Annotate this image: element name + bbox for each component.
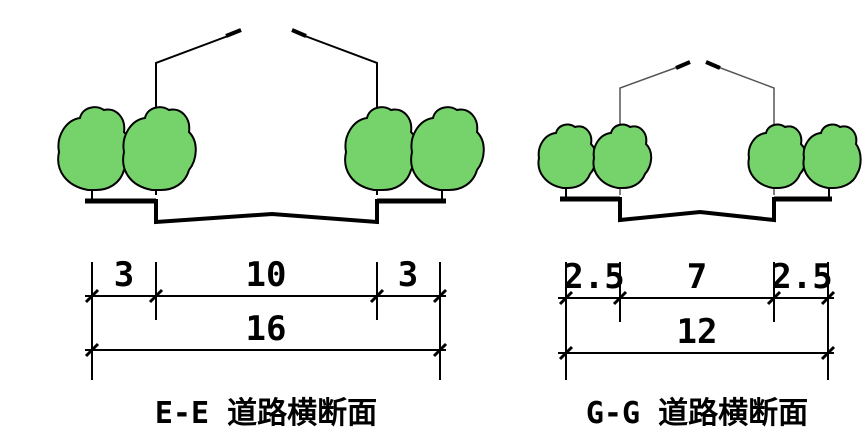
tree-icon xyxy=(747,123,808,189)
segment-label: 3 xyxy=(114,255,134,295)
segment-label: 7 xyxy=(687,257,707,297)
dimension-lines xyxy=(84,262,448,380)
section-caption: G-G 道路横断面 xyxy=(586,396,808,431)
section-g-g: 2.5 7 2.5 12 G-G 道路横断面 xyxy=(537,60,862,431)
tree-icon xyxy=(537,123,598,198)
total-width-label: 16 xyxy=(246,309,287,349)
segment-label: 3 xyxy=(398,255,418,295)
tree-icon xyxy=(802,123,862,198)
tree-icon xyxy=(57,106,132,200)
tree-icon xyxy=(344,106,419,191)
total-width-label: 12 xyxy=(677,312,718,352)
tree-icon xyxy=(592,123,653,189)
road-profile xyxy=(560,196,832,223)
segment-label: 10 xyxy=(246,255,287,295)
dimension-lines xyxy=(558,262,836,380)
road-profile xyxy=(85,198,446,225)
tree-icon xyxy=(410,106,485,200)
section-caption: E-E 道路横断面 xyxy=(155,396,377,431)
segment-label: 2.5 xyxy=(771,257,832,297)
section-e-e: 3 10 3 16 E-E 道路横断面 xyxy=(57,28,485,431)
segment-label: 2.5 xyxy=(563,257,624,297)
tree-icon xyxy=(122,106,197,191)
